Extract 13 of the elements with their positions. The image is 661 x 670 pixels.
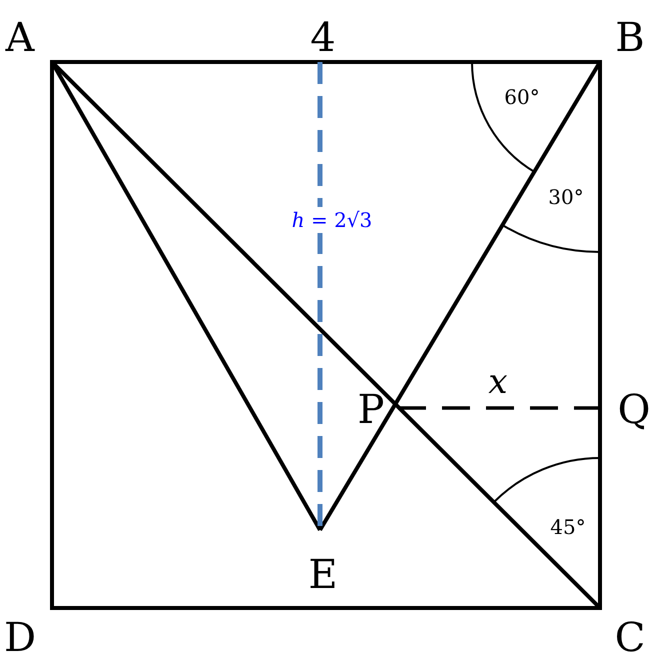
angle-label: 60° — [504, 87, 540, 107]
angle-label: 45° — [550, 517, 586, 537]
vertex-label: E — [308, 555, 338, 595]
vertex-label: D — [4, 618, 36, 658]
vertex-label: C — [614, 618, 646, 658]
angle-label: 30° — [548, 187, 584, 207]
vertex-label: A — [6, 18, 34, 58]
side-length-label: 4 — [310, 18, 336, 58]
height-label: h = 2√3 — [292, 207, 372, 233]
point-label: P — [358, 390, 384, 430]
point-label: Q — [618, 390, 650, 430]
length-label: x — [488, 365, 508, 399]
vertex-label: B — [615, 18, 645, 58]
